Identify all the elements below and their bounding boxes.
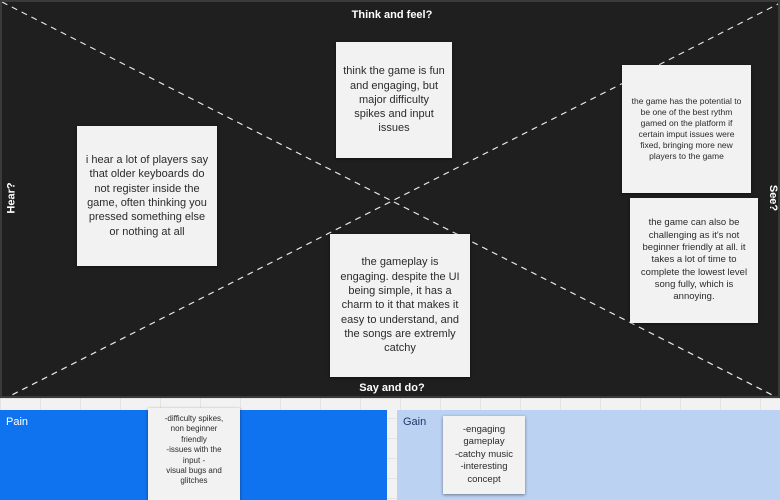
gain-panel: Gain -engaging gameplay -catchy music -i… [397, 410, 780, 500]
gain-line: -interesting [460, 461, 508, 473]
sticky-note-pain[interactable]: -difficulty spikes, non beginner friendl… [148, 408, 240, 500]
sticky-note-text: i hear a lot of players say that older k… [85, 154, 209, 238]
gain-line: gameplay [463, 436, 505, 448]
pain-line: friendly [181, 434, 207, 444]
see-label: See? [767, 184, 780, 212]
say-and-do-label: Say and do? [359, 382, 425, 394]
pain-label: Pain [6, 416, 29, 428]
sticky-note-text: the gameplay is engaging. despite the UI… [340, 256, 460, 355]
sticky-note-text: the game has the potential to be one of … [631, 95, 742, 162]
pain-line: input - [182, 455, 206, 465]
gain-line: concept [467, 473, 501, 485]
pain-panel: Pain -difficulty spikes, non beginner fr… [0, 408, 387, 500]
pain-line: non beginner [170, 424, 218, 434]
sticky-note-text: the game can also be challenging as it's… [640, 217, 748, 303]
pain-line: -issues with the [166, 445, 222, 455]
think-and-feel-label: Think and feel? [351, 9, 433, 21]
pain-line: glitches [180, 476, 208, 486]
pain-line: visual bugs and [166, 465, 222, 475]
gain-line: -engaging [462, 424, 506, 436]
sticky-note-hear[interactable]: i hear a lot of players say that older k… [77, 126, 217, 266]
sticky-note-see-challenging[interactable]: the game can also be challenging as it's… [630, 198, 758, 323]
gain-label: Gain [403, 416, 427, 428]
sticky-note-say[interactable]: the gameplay is engaging. despite the UI… [330, 234, 470, 377]
empathy-map-board: Think and feel? Say and do? Hear? See? i… [0, 0, 780, 398]
sticky-note-think[interactable]: think the game is fun and engaging, but … [336, 42, 452, 158]
gain-line: -catchy music [454, 448, 514, 460]
pain-gain-section: Pain -difficulty spikes, non beginner fr… [0, 398, 780, 500]
sticky-note-see-potential[interactable]: the game has the potential to be one of … [622, 65, 751, 193]
sticky-note-text: think the game is fun and engaging, but … [343, 65, 445, 135]
hear-label: Hear? [5, 182, 18, 214]
sticky-note-gain[interactable]: -engaging gameplay -catchy music -intere… [443, 416, 525, 494]
pain-line: -difficulty spikes, [164, 414, 224, 423]
